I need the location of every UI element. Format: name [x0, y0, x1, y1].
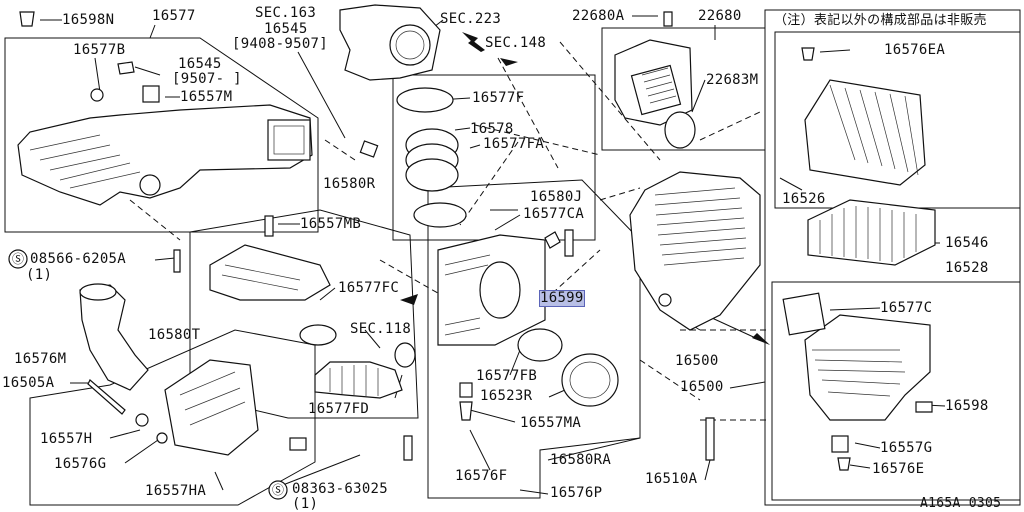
label-16523R: 16523R — [480, 388, 533, 404]
label-sec118[interactable]: SEC.118 — [350, 321, 412, 337]
label-9408-9507: [9408-9507] — [232, 36, 329, 52]
label-16577FB: 16577FB — [476, 368, 538, 384]
hose-16577FD — [314, 361, 403, 399]
label-22680: 22680 — [698, 8, 742, 24]
label-08566-qty: (1) — [26, 267, 53, 283]
label-16577: 16577 — [152, 8, 196, 24]
label-16557M: 16557M — [180, 89, 233, 105]
label-16500-a: 16500 — [675, 353, 719, 369]
label-16576E: 16576E — [872, 461, 925, 477]
label-16580J: 16580J — [530, 189, 583, 205]
frame-16526 — [774, 31, 1021, 209]
label-note: （注）表記以外の構成部品は非販売 — [774, 13, 987, 28]
label-16576G: 16576G — [54, 456, 107, 472]
label-08363: 08363-63025 — [292, 481, 389, 497]
label-16577FD: 16577FD — [308, 401, 370, 417]
label-16598N: 16598N — [62, 12, 115, 28]
frame-22680 — [601, 27, 766, 151]
label-16599-highlighted[interactable]: 16599 — [539, 290, 585, 307]
frame-16577 — [4, 37, 319, 233]
label-16505A: 16505A — [2, 375, 55, 391]
frame-16576P — [427, 179, 641, 499]
label-16528: 16528 — [945, 260, 989, 276]
arrow-sec118 — [400, 294, 418, 305]
duct-16580R — [209, 244, 331, 301]
label-16577C: 16577C — [880, 300, 933, 316]
case-16528 — [804, 314, 931, 421]
label-16557MB: 16557MB — [300, 216, 362, 232]
arrow-right — [752, 333, 770, 345]
label-16557HA: 16557HA — [145, 483, 207, 499]
s-bolt-marker-icon: Ⓢ — [272, 483, 285, 497]
label-16577FA: 16577FA — [483, 136, 545, 152]
resonator-16580T — [164, 359, 259, 456]
label-16577F: 16577F — [472, 90, 525, 106]
hose-16576M — [79, 284, 149, 391]
label-16576P: 16576P — [550, 485, 603, 501]
label-16576EA: 16576EA — [884, 42, 946, 58]
s-bolt-marker-icon: Ⓢ — [12, 252, 25, 266]
arrow-sec148 — [500, 58, 518, 70]
label-16526: 16526 — [782, 191, 826, 207]
frame-16528 — [771, 281, 1021, 501]
label-16510A: 16510A — [645, 471, 698, 487]
label-16500-b: 16500 — [680, 379, 724, 395]
arrow-sec223 — [462, 32, 485, 52]
frame-16577F — [392, 74, 596, 241]
label-sec148[interactable]: SEC.148 — [485, 35, 547, 51]
label-16580R-top: 16580R — [323, 176, 376, 192]
filter-16546 — [807, 199, 936, 266]
label-08363-qty: (1) — [292, 496, 319, 512]
label-16546: 16546 — [945, 235, 989, 251]
label-16557H: 16557H — [40, 431, 93, 447]
label-16557G: 16557G — [880, 440, 933, 456]
label-sec223[interactable]: SEC.223 — [440, 11, 502, 27]
label-9507: [9507- ] — [172, 71, 242, 87]
label-08566: 08566-6205A — [30, 251, 127, 267]
label-16580T: 16580T — [148, 327, 201, 343]
label-16577FC: 16577FC — [338, 280, 400, 296]
frame-right — [764, 9, 1021, 506]
label-16557MA: 16557MA — [520, 415, 582, 431]
label-16598: 16598 — [945, 398, 989, 414]
label-sec163[interactable]: SEC.163 — [255, 5, 317, 21]
label-16577B: 16577B — [73, 42, 126, 58]
duct-16577 — [17, 104, 313, 206]
label-16580RA: 16580RA — [550, 452, 612, 468]
label-22680A: 22680A — [572, 8, 625, 24]
figure-code: A165A 0305 — [920, 496, 1002, 511]
label-16578: 16578 — [470, 121, 514, 137]
label-16545-a: 16545 — [178, 56, 222, 72]
label-16576F: 16576F — [455, 468, 508, 484]
label-16577CA: 16577CA — [523, 206, 585, 222]
label-22683M: 22683M — [706, 72, 759, 88]
label-16545-b: 16545 — [264, 21, 308, 37]
label-16576M: 16576M — [14, 351, 67, 367]
airbox-16500 — [629, 171, 761, 331]
element-16526 — [804, 79, 926, 186]
